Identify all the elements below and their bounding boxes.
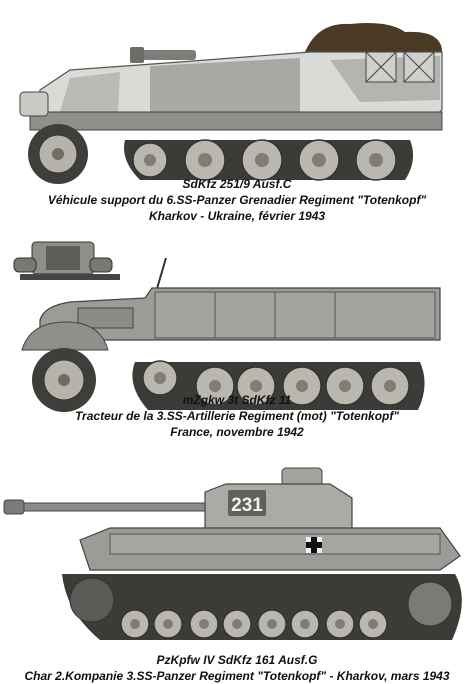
- vehicle-name: PzKpfw IV SdKfz 161 Ausf.G: [156, 653, 318, 667]
- vehicle-unit: Véhicule support du 6.SS-Panzer Grenadie…: [47, 193, 427, 207]
- sdkfz-11-illustration: [13, 241, 441, 412]
- pzkpfw-iv-illustration: 231: [3, 467, 462, 640]
- caption-pzkpfw-iv: PzKpfw IV SdKfz 161 Ausf.G Char 2.Kompan…: [0, 652, 474, 684]
- vehicle-place: France, novembre 1942: [170, 425, 304, 439]
- vehicle-unit: Tracteur de la 3.SS-Artillerie Regiment …: [74, 409, 400, 423]
- vehicle-place: Kharkov - Ukraine, février 1943: [148, 209, 326, 223]
- sdkfz-251-illustration: [19, 23, 443, 184]
- balkenkreuz-icon: [306, 537, 322, 553]
- turret-number: 231: [231, 495, 263, 516]
- vehicle-name: mZgkw 3t SdKfz 11: [182, 393, 292, 407]
- caption-sdkfz-251: SdKfz 251/9 Ausf.C Véhicule support du 6…: [0, 176, 474, 224]
- caption-sdkfz-11: mZgkw 3t SdKfz 11 Tracteur de la 3.SS-Ar…: [0, 392, 474, 440]
- vehicle-unit: Char 2.Kompanie 3.SS-Panzer Regiment "To…: [24, 669, 450, 683]
- vehicle-name: SdKfz 251/9 Ausf.C: [182, 177, 292, 191]
